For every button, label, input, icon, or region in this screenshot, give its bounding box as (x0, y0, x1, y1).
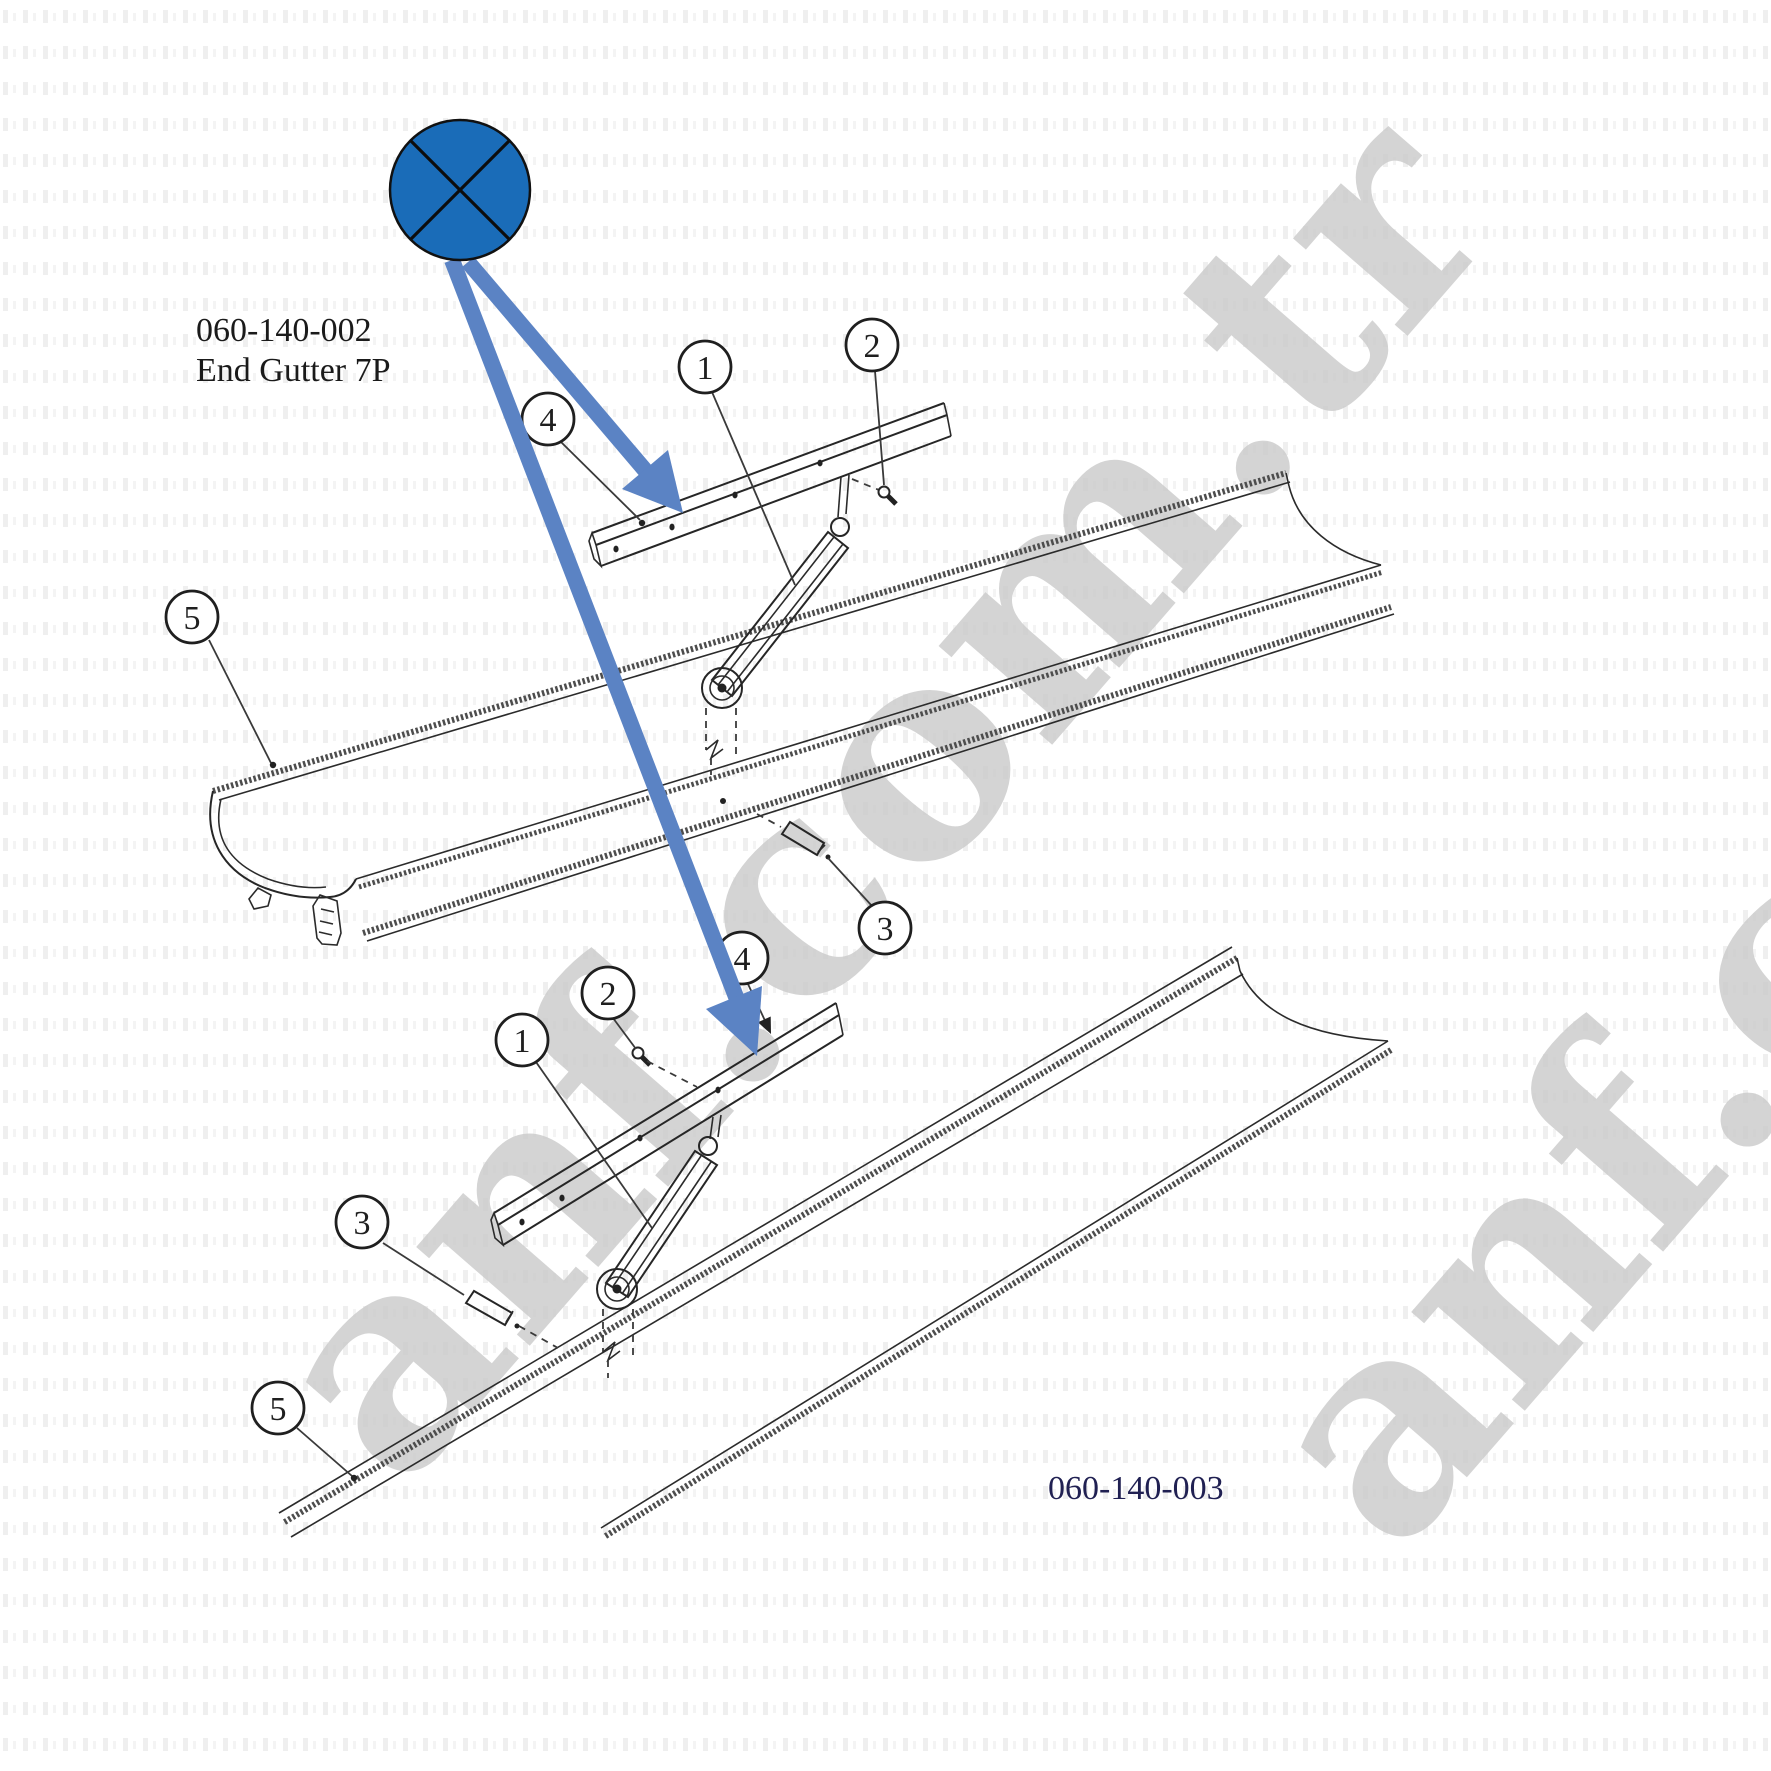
leader-arrowhead (757, 1016, 771, 1034)
pin-part-3 (720, 798, 831, 860)
rail-screw-dot (637, 1134, 643, 1142)
callout-3-bottom: 3 (334, 1194, 390, 1250)
pin-part-3 (464, 1289, 559, 1349)
rail-part-4 (588, 402, 952, 569)
rail-screw-dot (519, 1218, 525, 1226)
support-arm-part-1 (596, 1114, 722, 1378)
callout-number: 3 (877, 911, 894, 948)
pointer-arrows (444, 256, 762, 1056)
callout-number: 4 (734, 941, 751, 978)
rail-screw-dot (817, 459, 823, 467)
callout-number: 3 (354, 1205, 371, 1242)
callout-number: 2 (864, 328, 881, 365)
callout-number: 2 (600, 976, 617, 1013)
callout-number: 4 (540, 402, 557, 439)
bottom-assembly: 1 2 3 4 5 060-140-003 (250, 930, 1393, 1540)
callout-3-top: 3 (857, 900, 913, 956)
rail-screw-dot (732, 491, 738, 499)
leader-lines-top (208, 370, 885, 907)
rail-part-4 (490, 1002, 844, 1248)
rail-screw-dot (613, 545, 619, 553)
callout-number: 5 (184, 600, 201, 637)
arrowhead (706, 986, 762, 1056)
pointer-arrow-top (461, 256, 683, 513)
crossed-circle-icon (388, 118, 532, 262)
callout-5-bottom: 5 (250, 1380, 306, 1436)
gutter-part-5 (278, 946, 1393, 1540)
pointer-arrow-bottom (444, 257, 762, 1056)
callout-number: 1 (697, 350, 714, 387)
rail-screw-dot (559, 1194, 565, 1202)
part-number-label: 060-140-003 (1048, 1470, 1224, 1507)
arm-roller (596, 1268, 638, 1310)
arrowhead (622, 450, 683, 513)
callout-number: 5 (270, 1391, 287, 1428)
rail-screw-dot (715, 1086, 721, 1094)
figure-label-top: 060-140-002 End Gutter 7P (196, 312, 391, 389)
callout-1-top: 1 (677, 339, 733, 395)
screw-part-2 (631, 1046, 698, 1088)
callout-4-top: 4 (520, 391, 576, 447)
callout-5-top: 5 (164, 589, 220, 645)
rail-screw-dot (669, 523, 675, 531)
callout-number: 1 (514, 1023, 531, 1060)
support-arm-part-1 (701, 474, 850, 775)
leader-lines-bottom (296, 983, 771, 1482)
callout-1-bottom: 1 (494, 1012, 550, 1068)
callout-2-bottom: 2 (580, 965, 636, 1021)
arm-roller (701, 667, 743, 709)
figure-label-bottom: 060-140-003 (1048, 1470, 1224, 1507)
top-assembly: 1 2 3 4 5 060-140-002 End Gutter 7P (164, 312, 1395, 956)
callout-2-top: 2 (844, 317, 900, 373)
part-number-label: 060-140-002 (196, 312, 372, 349)
part-name-label: End Gutter 7P (196, 352, 391, 389)
screw-part-2 (851, 478, 898, 506)
